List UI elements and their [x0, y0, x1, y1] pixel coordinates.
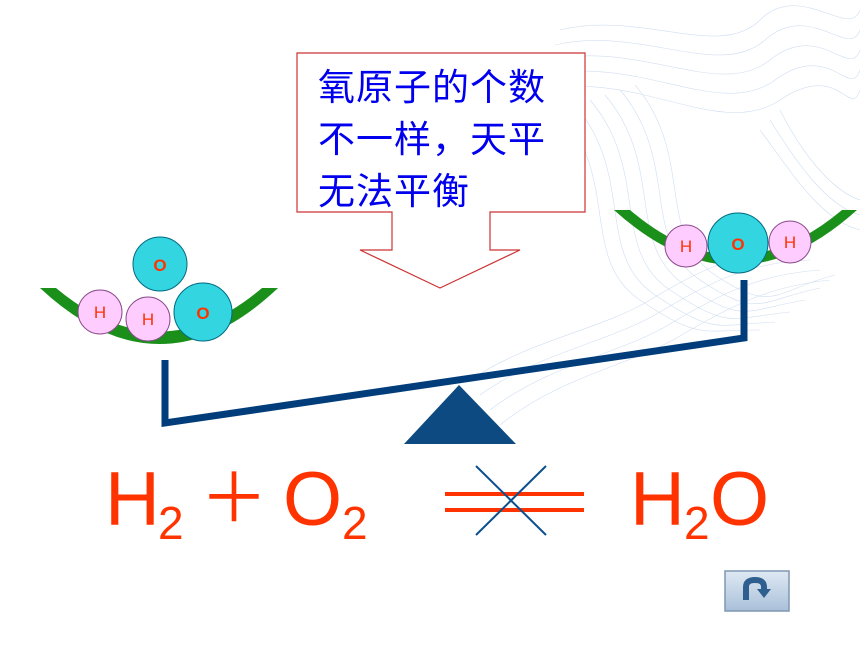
- reactant1-symbol: H: [105, 457, 160, 542]
- reactant1-subscript: 2: [158, 497, 184, 549]
- atom-label: H: [784, 233, 796, 252]
- atom-label: H: [94, 303, 106, 322]
- hydrogen-atom: [77, 289, 123, 335]
- fulcrum-triangle: [404, 385, 516, 444]
- not-equal-sign: [445, 465, 584, 536]
- callout-text: 氧原子的个数 不一样，天平 无法平衡: [318, 66, 546, 213]
- reactant2-symbol: O: [283, 457, 343, 542]
- atom-label: H: [680, 237, 692, 256]
- reactant2-subscript: 2: [342, 497, 368, 549]
- atom-label: H: [142, 310, 154, 329]
- product-subscript: 2: [684, 497, 710, 549]
- balance-beam: [161, 280, 748, 428]
- atom-label: O: [196, 304, 209, 323]
- oxygen-atom: [173, 282, 233, 342]
- oxygen-atom: [132, 236, 188, 292]
- plus-sign: ＋: [200, 460, 269, 539]
- atom-label: O: [731, 235, 744, 254]
- atom-label: O: [153, 256, 166, 275]
- hydrogen-atom: [664, 224, 708, 268]
- callout-box: [296, 52, 586, 289]
- product-h-symbol: H: [630, 457, 685, 542]
- left-pan-molecules: O H H O: [77, 236, 233, 342]
- u-turn-arrow-icon: [724, 570, 790, 612]
- oxygen-atom: [707, 212, 769, 274]
- product-o-symbol: O: [710, 457, 770, 542]
- hydrogen-atom: [125, 296, 171, 342]
- back-button[interactable]: [724, 570, 790, 612]
- hydrogen-atom: [768, 220, 812, 264]
- right-pan-molecules: H H O: [664, 212, 812, 274]
